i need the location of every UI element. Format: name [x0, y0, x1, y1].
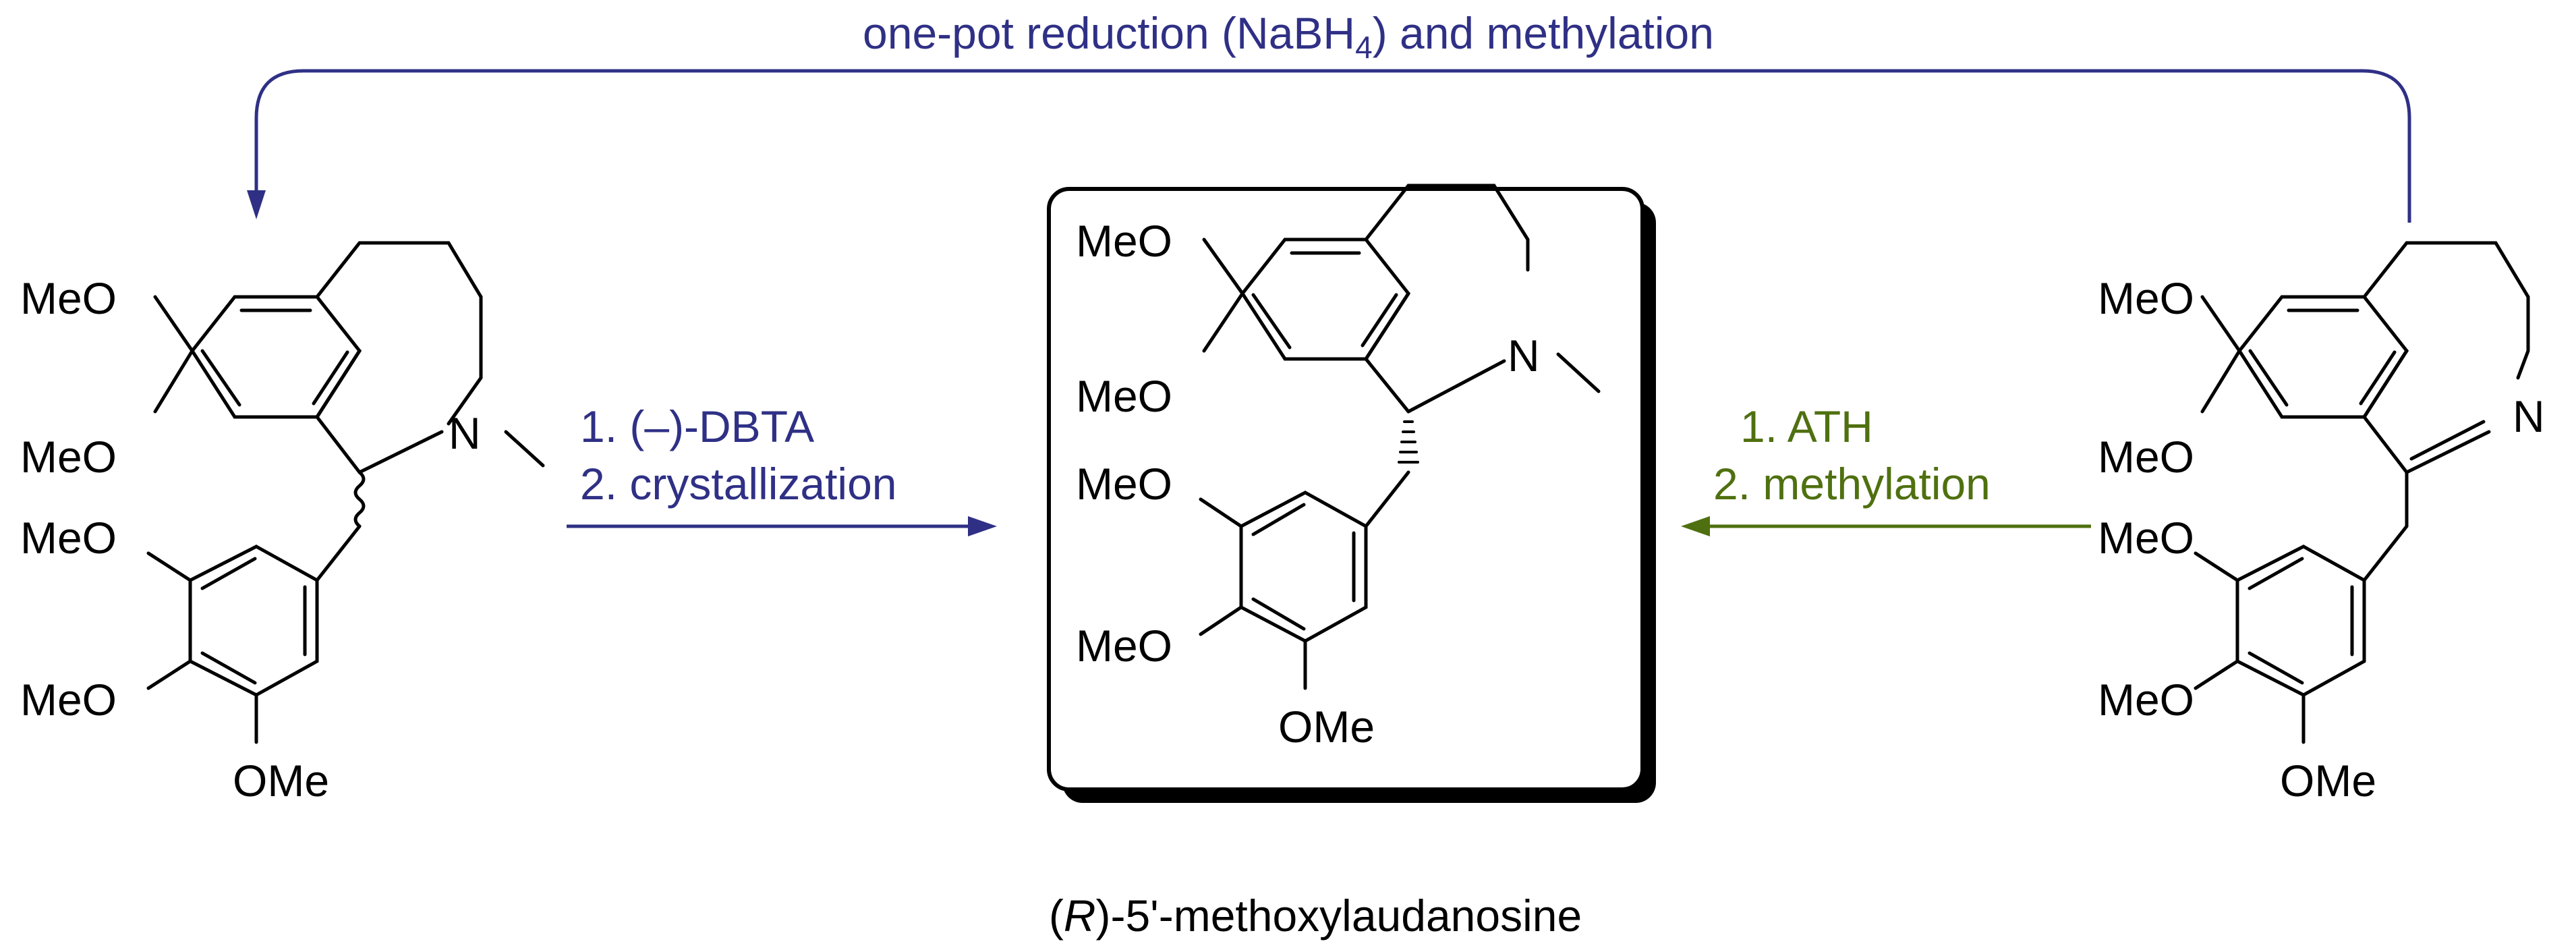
product-box — [1047, 187, 1656, 803]
right-ome: OMe — [2280, 756, 2376, 806]
product-meo-4: MeO — [1076, 621, 1172, 671]
top-arrow-label: one-pot reduction (NaBH4) and methylatio… — [863, 8, 1714, 65]
product-name: (R)-5'-methoxylaudanosine — [1049, 891, 1582, 941]
left-meo-2: MeO — [20, 432, 117, 482]
product-box-frame — [1047, 187, 1644, 791]
product-meo-2: MeO — [1076, 371, 1172, 421]
product-meo-3: MeO — [1076, 459, 1172, 509]
product-meo-1: MeO — [1076, 216, 1172, 266]
left-ring-c — [188, 544, 319, 697]
right-ring-a — [2237, 295, 2409, 419]
dihydroisoquinoline — [2194, 241, 2530, 744]
right-meo-4: MeO — [2098, 675, 2194, 725]
top-arrow-head — [247, 190, 266, 219]
left-reaction-arrow — [567, 516, 997, 536]
right-meo-1: MeO — [2098, 273, 2194, 323]
left-ring-b — [315, 241, 483, 426]
right-n: N — [2513, 391, 2545, 441]
left-ring-a — [190, 295, 362, 419]
left-meo-1: MeO — [20, 273, 117, 323]
left-meo-4: MeO — [20, 675, 117, 725]
left-arrow-step2: 2. crystallization — [580, 459, 897, 509]
left-n: N — [449, 408, 481, 458]
product-n: N — [1508, 331, 1540, 381]
product-hashed-bond — [1398, 420, 1419, 464]
racemic-tetrahydroisoquinoline — [146, 241, 545, 744]
right-arrow-step1: 1. ATH — [1740, 401, 1873, 451]
left-arrow-step1: 1. (–)-DBTA — [580, 401, 814, 451]
product-molecule — [1199, 184, 1601, 690]
top-arrow-line — [254, 69, 2411, 223]
left-wavy-bond — [353, 470, 366, 528]
left-ome: OMe — [233, 756, 329, 806]
right-ring-c — [2235, 544, 2366, 697]
product-ome: OMe — [1278, 702, 1375, 752]
right-arrow-step2: 2. methylation — [1713, 459, 1991, 509]
right-meo-2: MeO — [2098, 432, 2194, 482]
right-reaction-arrow — [1681, 516, 2091, 536]
right-meo-3: MeO — [2098, 513, 2194, 563]
top-reduction-arrow — [247, 69, 2411, 223]
left-meo-3: MeO — [20, 513, 117, 563]
